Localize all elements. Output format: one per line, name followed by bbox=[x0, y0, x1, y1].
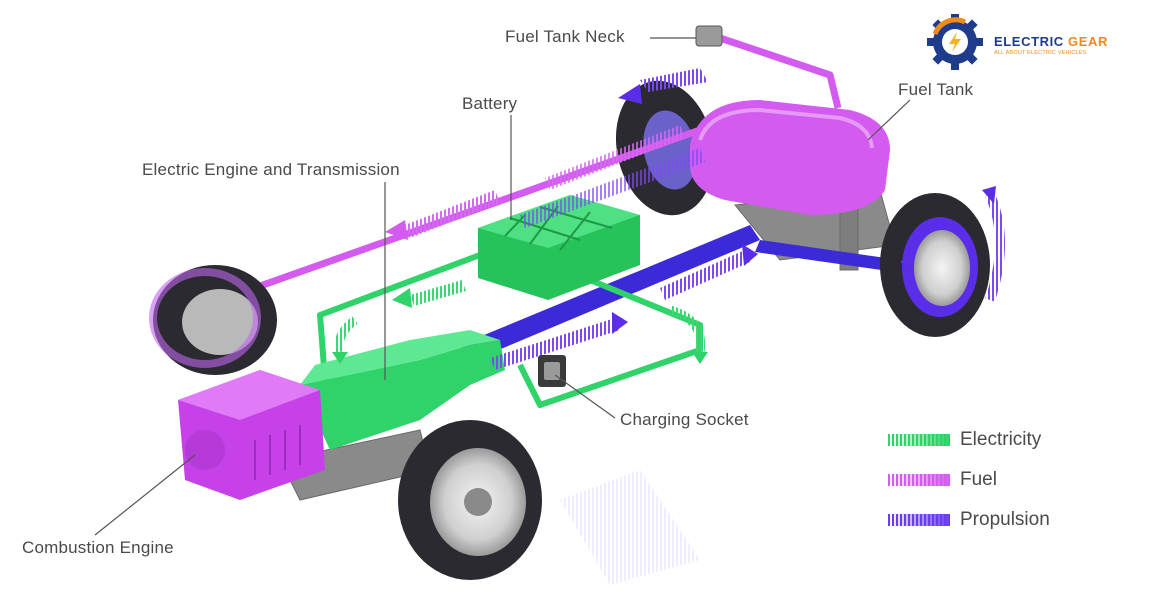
rear-right-wheel bbox=[880, 193, 990, 337]
fuel-flow-arrows bbox=[385, 125, 685, 240]
legend-label: Propulsion bbox=[960, 509, 1050, 530]
label-fuel-tank: Fuel Tank bbox=[898, 80, 974, 99]
charging-socket bbox=[538, 355, 566, 387]
front-left-wheel bbox=[149, 265, 277, 375]
logo-title-part2: GEAR bbox=[1068, 34, 1108, 49]
fuel-tank bbox=[690, 100, 890, 215]
logo-title-part1: ELECTRIC bbox=[994, 34, 1064, 49]
front-right-wheel bbox=[398, 420, 542, 580]
legend-swatch-fuel bbox=[888, 474, 950, 486]
legend-swatch-propulsion bbox=[888, 514, 950, 526]
label-combustion-engine: Combustion Engine bbox=[22, 538, 174, 557]
legend-item-electricity: Electricity bbox=[888, 428, 1041, 452]
logo-subtitle: ALL ABOUT ELECTRIC VEHICLES bbox=[994, 50, 1087, 56]
logo-title: ELECTRIC GEAR bbox=[994, 34, 1108, 49]
electric-gear-logo: ELECTRIC GEAR ALL ABOUT ELECTRIC VEHICLE… bbox=[920, 14, 1150, 70]
propulsion-flow-arrows bbox=[490, 68, 1005, 370]
label-fuel-tank-neck: Fuel Tank Neck bbox=[505, 27, 625, 46]
label-electric-engine-transmission: Electric Engine and Transmission bbox=[142, 160, 400, 179]
legend-label: Electricity bbox=[960, 429, 1042, 450]
motion-trails bbox=[560, 470, 700, 585]
propulsion-shaft bbox=[460, 225, 900, 362]
label-charging-socket: Charging Socket bbox=[620, 410, 749, 429]
legend-item-propulsion: Propulsion bbox=[888, 508, 1050, 532]
electric-motor-transmission bbox=[300, 330, 505, 450]
fuel-tank-neck-cap bbox=[695, 25, 723, 47]
label-leader-lines bbox=[94, 37, 911, 536]
legend-swatch-electricity bbox=[888, 434, 950, 446]
combustion-engine bbox=[178, 370, 325, 500]
legend-item-fuel: Fuel bbox=[888, 468, 997, 492]
label-battery: Battery bbox=[462, 94, 518, 113]
gear-lightning-icon bbox=[927, 14, 983, 70]
legend-label: Fuel bbox=[960, 469, 997, 490]
electricity-flow-arrows bbox=[332, 280, 708, 364]
